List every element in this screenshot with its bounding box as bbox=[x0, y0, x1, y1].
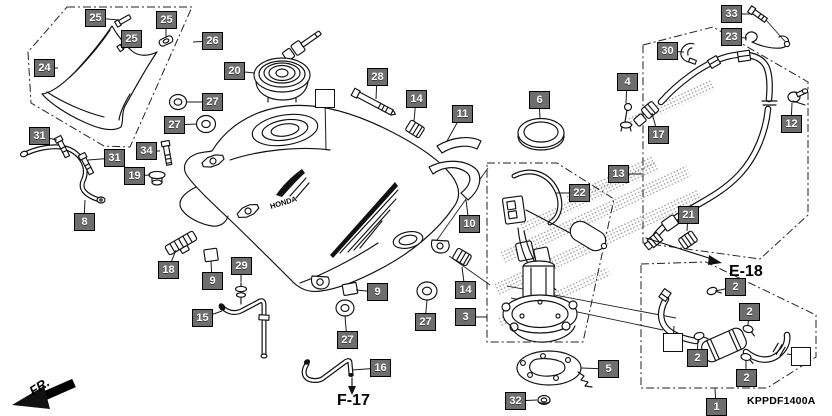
filter-phantom-box bbox=[640, 261, 817, 389]
callout-box-2[interactable]: 2 bbox=[725, 278, 746, 296]
clamp-12 bbox=[787, 88, 809, 106]
stay-bolt-a bbox=[53, 134, 71, 159]
callout-box-34[interactable]: 34 bbox=[136, 142, 157, 160]
callout-box-2[interactable]: 2 bbox=[739, 303, 760, 321]
grommet-27a bbox=[168, 93, 188, 111]
grommet-27d bbox=[416, 281, 438, 301]
hose-clips-2 bbox=[693, 286, 756, 364]
callout-box-9[interactable]: 9 bbox=[367, 283, 388, 301]
stay-bolt-b bbox=[77, 151, 95, 176]
stay-23 bbox=[745, 31, 791, 49]
callout-box-12[interactable]: 12 bbox=[781, 115, 802, 133]
collar-14b bbox=[452, 247, 472, 267]
callout-box-24[interactable]: 24 bbox=[34, 59, 55, 77]
air-scoop-drawing bbox=[41, 25, 158, 131]
pump-phantom-box bbox=[486, 162, 615, 343]
callout-box-32[interactable]: 32 bbox=[505, 392, 526, 410]
callout-box-27[interactable]: 27 bbox=[415, 313, 436, 331]
callout-box-15[interactable]: 15 bbox=[192, 309, 213, 327]
callout-box-22[interactable]: 22 bbox=[569, 184, 590, 202]
callout-box-17[interactable]: 17 bbox=[648, 126, 669, 144]
nut-32 bbox=[537, 394, 551, 406]
callout-box-19[interactable]: 19 bbox=[124, 167, 145, 185]
callout-box-8[interactable]: 8 bbox=[74, 213, 95, 231]
clip-4-drawing bbox=[619, 102, 633, 132]
section-ref-f17: F-17 bbox=[337, 392, 370, 409]
callout-box-5[interactable]: 5 bbox=[598, 360, 619, 378]
phantom-boxes bbox=[27, 6, 817, 389]
front-direction-arrow: FR. bbox=[12, 375, 76, 409]
mount-rubber-19 bbox=[148, 170, 166, 186]
side-garnish-drawing bbox=[428, 136, 482, 201]
callout-box-10[interactable]: 10 bbox=[459, 215, 480, 233]
tank-tab-mid bbox=[236, 203, 260, 219]
callout-box-25[interactable]: 25 bbox=[85, 9, 106, 27]
scoop-phantom-box bbox=[27, 6, 193, 148]
callout-box-28[interactable]: 28 bbox=[367, 68, 388, 86]
callout-box-27[interactable]: 27 bbox=[202, 93, 223, 111]
tank-bottom-tabs bbox=[310, 231, 450, 290]
callout-box-33[interactable]: 33 bbox=[721, 5, 742, 23]
fuel-tank-drawing: HONDA bbox=[179, 104, 460, 293]
callout-box-1[interactable]: 1 bbox=[706, 398, 727, 416]
callout-box-empty[interactable] bbox=[791, 347, 811, 366]
callout-box-30[interactable]: 30 bbox=[657, 42, 678, 60]
grommet-27b bbox=[195, 114, 217, 134]
callout-box-14[interactable]: 14 bbox=[455, 281, 476, 299]
callout-box-14[interactable]: 14 bbox=[406, 90, 427, 108]
front-bracket-drawing bbox=[164, 230, 198, 256]
callout-box-31[interactable]: 31 bbox=[29, 127, 50, 145]
callout-box-empty[interactable] bbox=[663, 333, 683, 352]
callout-box-9[interactable]: 9 bbox=[202, 272, 223, 290]
callout-box-25[interactable]: 25 bbox=[121, 30, 142, 48]
bolt-33 bbox=[746, 5, 768, 23]
callout-box-13[interactable]: 13 bbox=[608, 165, 629, 183]
clip-29 bbox=[234, 282, 248, 305]
callout-box-2[interactable]: 2 bbox=[736, 369, 757, 387]
bolt-34 bbox=[160, 139, 173, 166]
drain-tubes-drawing bbox=[218, 298, 356, 395]
section-ref-e18: E-18 bbox=[729, 263, 763, 280]
callout-box-empty[interactable] bbox=[315, 89, 335, 108]
fuel-hose-drawing bbox=[633, 5, 809, 251]
callout-box-4[interactable]: 4 bbox=[617, 73, 638, 91]
callout-box-18[interactable]: 18 bbox=[158, 261, 179, 279]
callout-box-26[interactable]: 26 bbox=[202, 32, 223, 50]
callout-box-6[interactable]: 6 bbox=[529, 91, 550, 109]
tank-tab-front bbox=[201, 154, 225, 168]
bolt-28 bbox=[350, 87, 396, 116]
joint-21 bbox=[678, 230, 698, 250]
callout-box-20[interactable]: 20 bbox=[224, 62, 245, 80]
fuel-cap-drawing bbox=[253, 30, 322, 103]
small-parts-drawing bbox=[168, 87, 472, 317]
callout-box-29[interactable]: 29 bbox=[231, 257, 252, 275]
clamp-30 bbox=[680, 42, 698, 65]
tank-stripes bbox=[330, 182, 399, 258]
callout-box-23[interactable]: 23 bbox=[721, 28, 742, 46]
grommet-27c bbox=[335, 299, 355, 317]
pump-base-plate bbox=[516, 350, 593, 388]
fuel-pump-drawing bbox=[501, 169, 608, 406]
collar-14a bbox=[405, 119, 425, 139]
callout-box-27[interactable]: 27 bbox=[337, 331, 358, 349]
e18-arrowhead bbox=[708, 255, 722, 265]
fuel-filter-drawing bbox=[645, 237, 791, 364]
hose-phantom-box bbox=[642, 26, 809, 260]
callout-box-16[interactable]: 16 bbox=[370, 359, 391, 377]
tank-stay-drawing bbox=[19, 134, 173, 204]
callout-box-25[interactable]: 25 bbox=[156, 11, 177, 29]
callout-box-3[interactable]: 3 bbox=[455, 308, 476, 326]
callout-box-27[interactable]: 27 bbox=[164, 116, 185, 134]
hose-end-fitting bbox=[643, 231, 664, 251]
callout-box-11[interactable]: 11 bbox=[452, 105, 473, 123]
callout-box-2[interactable]: 2 bbox=[687, 349, 708, 367]
diagram-code: KPPDF1400A bbox=[747, 395, 816, 407]
callout-box-31[interactable]: 31 bbox=[104, 149, 125, 167]
quick-connector-17 bbox=[641, 101, 659, 119]
packing-ring-drawing bbox=[517, 117, 565, 151]
callout-box-21[interactable]: 21 bbox=[678, 206, 699, 224]
